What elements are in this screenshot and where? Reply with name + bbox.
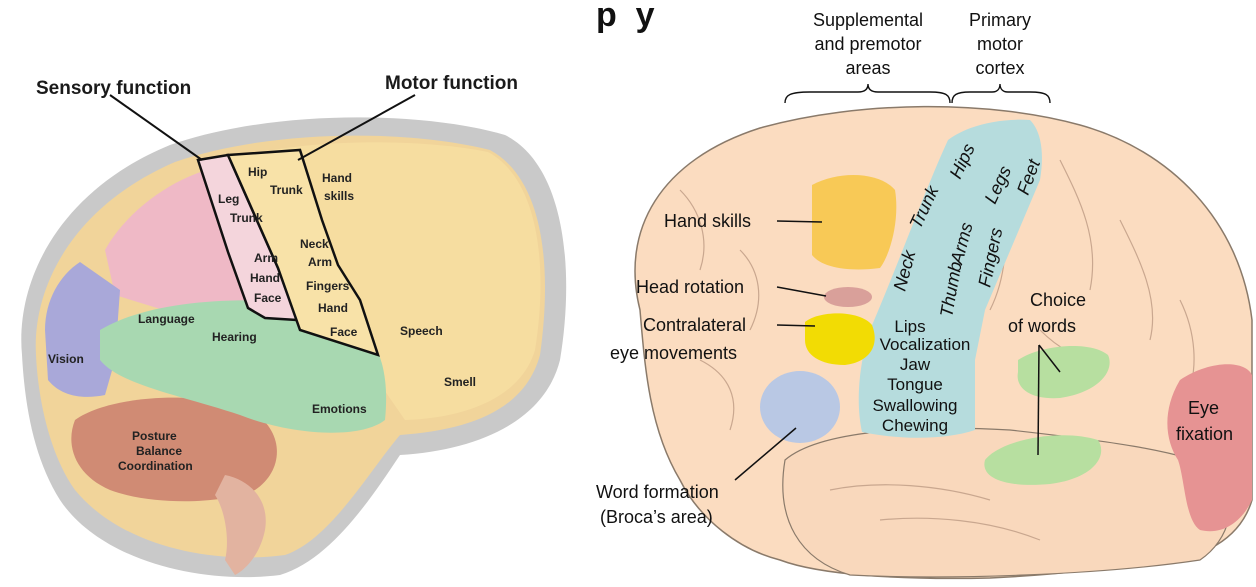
- language-label: Language: [138, 312, 195, 326]
- contralateral-pointer: [777, 325, 815, 326]
- motor-heading: Motor function: [385, 73, 518, 94]
- contralateral-label-1: Contralateral: [643, 315, 746, 335]
- vision-label: Vision: [48, 352, 84, 366]
- supplemental-line3: areas: [845, 58, 890, 78]
- left-hand-skills-1: Hand: [322, 171, 352, 185]
- word-formation-label-1: Word formation: [596, 482, 719, 502]
- strip-swallowing: Swallowing: [872, 396, 957, 415]
- contralateral-label-2: eye movements: [610, 343, 737, 363]
- hand-skills-pointer: [777, 221, 822, 222]
- motor-face: Face: [330, 325, 358, 339]
- strip-lips: Lips: [894, 317, 925, 336]
- smell-label: Smell: [444, 375, 476, 389]
- word-formation-label-2: (Broca’s area): [600, 507, 713, 527]
- speech-label: Speech: [400, 324, 443, 338]
- supplemental-line1: Supplemental: [813, 10, 923, 30]
- motor-neck: Neck: [300, 237, 329, 251]
- primary-line2: motor: [977, 34, 1023, 54]
- hand-skills-region: [812, 175, 896, 269]
- motor-hand: Hand: [318, 301, 348, 315]
- sensory-trunk: Trunk: [230, 211, 263, 225]
- strip-jaw: Jaw: [900, 355, 931, 374]
- sensory-leg: Leg: [218, 192, 239, 206]
- motor-fingers: Fingers: [306, 279, 350, 293]
- emotions-label: Emotions: [312, 402, 367, 416]
- balance-label: Balance: [136, 444, 182, 458]
- left-hand-skills-2: skills: [324, 189, 354, 203]
- supplemental-line2: and premotor: [814, 34, 921, 54]
- motor-arm: Arm: [308, 255, 332, 269]
- sensory-pointer: [110, 95, 202, 160]
- motor-hip: Hip: [248, 165, 267, 179]
- motor-trunk: Trunk: [270, 183, 303, 197]
- strip-tongue: Tongue: [887, 375, 943, 394]
- primary-bracket: [952, 84, 1050, 103]
- left-brain-diagram: Sensory function Motor function Leg Trun…: [21, 73, 566, 577]
- title-fragment: p y: [596, 0, 655, 34]
- coordination-label: Coordination: [118, 459, 193, 473]
- sensory-arm: Arm: [254, 251, 278, 265]
- sensory-hand: Hand: [250, 271, 280, 285]
- eye-fixation-label-1: Eye: [1188, 398, 1219, 418]
- posture-label: Posture: [132, 429, 177, 443]
- head-rotation-label: Head rotation: [636, 277, 744, 297]
- primary-line1: Primary: [969, 10, 1031, 30]
- supplemental-bracket: [785, 84, 950, 103]
- contralateral-region: [805, 313, 875, 365]
- choice-words-label-1: Choice: [1030, 290, 1086, 310]
- hand-skills-label: Hand skills: [664, 211, 751, 231]
- right-brain-diagram: Supplemental and premotor areas Primary …: [596, 10, 1252, 578]
- choice-words-pointer-b: [1038, 345, 1039, 455]
- strip-vocalization: Vocalization: [880, 335, 971, 354]
- hearing-label: Hearing: [212, 330, 257, 344]
- choice-words-label-2: of words: [1008, 316, 1076, 336]
- strip-chewing: Chewing: [882, 416, 948, 435]
- broca-region: [760, 371, 840, 443]
- sensory-heading: Sensory function: [36, 78, 191, 99]
- head-rotation-region: [824, 287, 872, 307]
- primary-line3: cortex: [975, 58, 1024, 78]
- sensory-face: Face: [254, 291, 282, 305]
- eye-fixation-label-2: fixation: [1176, 424, 1233, 444]
